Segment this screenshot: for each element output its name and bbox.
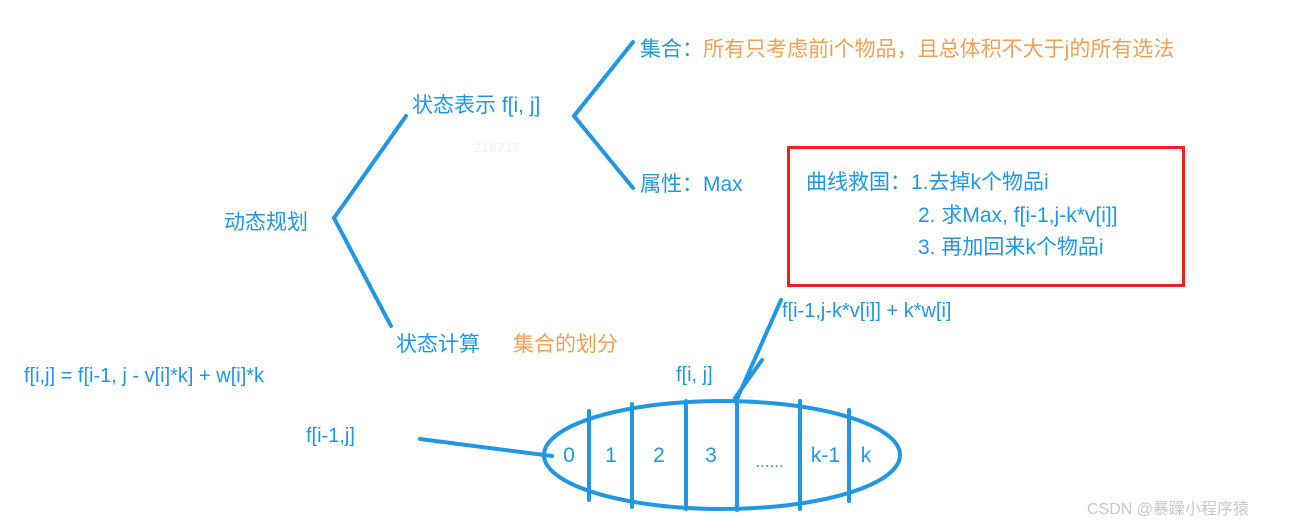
- watermark-center-date: 210717: [474, 140, 521, 155]
- set-key-label: 集合：: [640, 38, 703, 61]
- node-set-description: 集合：所有只考虑前i个物品，且总体积不大于j的所有选法: [640, 36, 1174, 64]
- node-label-set-partition: 集合的划分: [513, 333, 618, 356]
- watermark-csdn-author: CSDN @暴躁小程序猿: [1087, 501, 1250, 518]
- formula-current-state: f[i, j]: [676, 364, 713, 386]
- branch-root-upper: [332, 114, 408, 220]
- branch-state-lower: [572, 114, 635, 190]
- pointer-fij-tick: [733, 358, 764, 400]
- formula-expression: f[i-1,j-k*v[i]] + k*w[i]: [782, 300, 952, 322]
- callout-step-3: 3. 再加回来k个物品i: [918, 236, 1104, 260]
- branch-state-upper: [572, 40, 635, 118]
- partition-cell-k-minus-1: k-1: [810, 444, 841, 467]
- partition-dividers: [587, 397, 851, 512]
- set-value-label: 所有只考虑前i个物品，且总体积不大于j的所有选法: [703, 38, 1175, 61]
- node-label-state-calculation: 状态计算: [396, 333, 480, 356]
- partition-cell-2: 2: [653, 444, 665, 467]
- branch-root-lower: [332, 216, 393, 328]
- partition-cell-1: 1: [605, 444, 617, 467]
- callout-step-2: 2. 求Max, f[i-1,j-k*v[i]]: [918, 203, 1118, 227]
- callout-title: 曲线救国：: [806, 171, 911, 194]
- partition-cell-0: 0: [563, 444, 575, 467]
- formula-main-recurrence: f[i,j] = f[i-1, j - v[i]*k] + w[i]*k: [24, 365, 265, 387]
- node-label-attribute-max: 属性：Max: [640, 173, 743, 196]
- partition-cell-ellipsis: ......: [755, 452, 784, 471]
- callout-line: 曲线救国：1.去掉k个物品i: [806, 167, 1118, 200]
- partition-ellipse: [542, 399, 902, 511]
- partition-cell-3: 3: [705, 444, 717, 467]
- partition-cell-k: k: [860, 444, 872, 467]
- formula-previous-state: f[i-1,j]: [306, 425, 355, 447]
- pointer-prev-to-ellipse: [418, 437, 554, 458]
- callout-step-1: 1.去掉k个物品i: [911, 171, 1049, 194]
- callout-content: 曲线救国：1.去掉k个物品i 2. 求Max, f[i-1,j-k*v[i]] …: [806, 167, 1118, 265]
- callout-box-red: 曲线救国：1.去掉k个物品i 2. 求Max, f[i-1,j-k*v[i]] …: [787, 146, 1185, 287]
- node-label-dynamic-programming: 动态规划: [224, 211, 308, 234]
- node-label-state-representation: 状态表示 f[i, j]: [412, 94, 541, 117]
